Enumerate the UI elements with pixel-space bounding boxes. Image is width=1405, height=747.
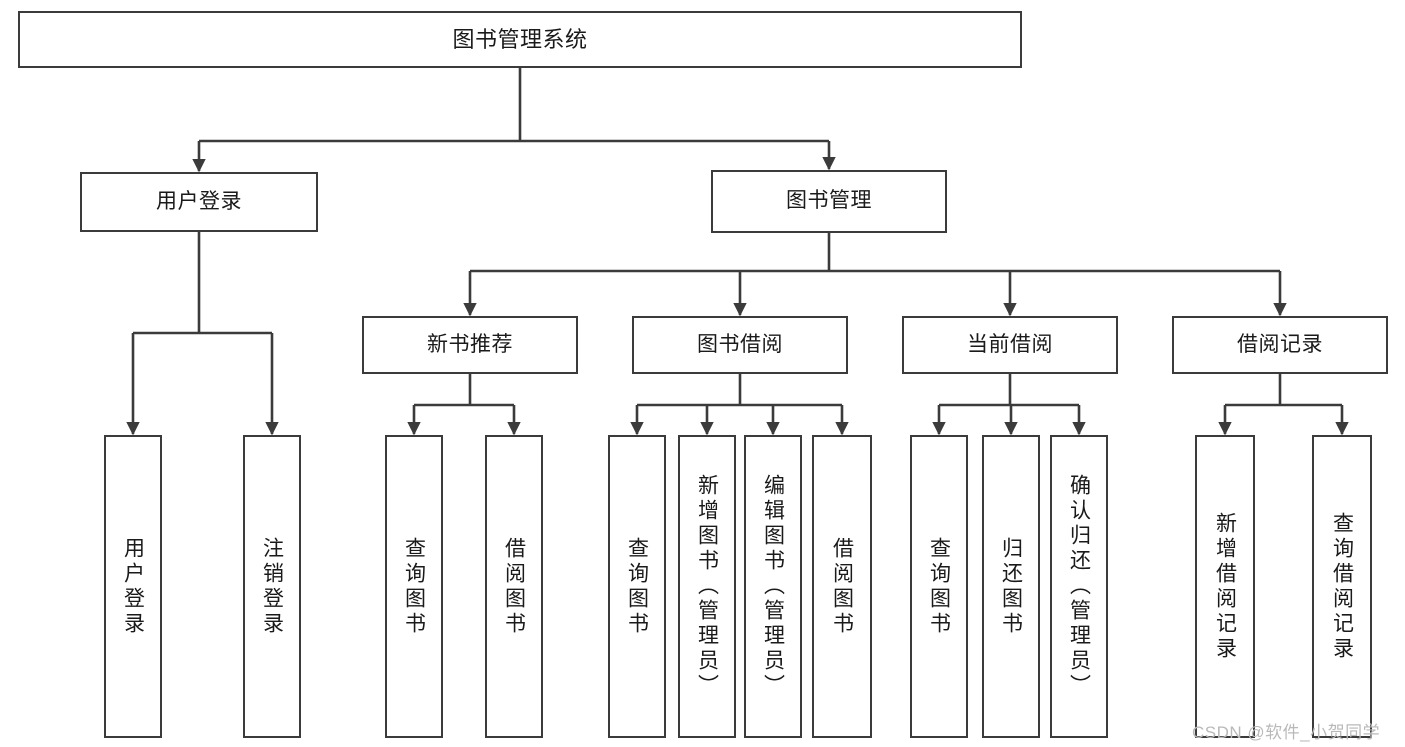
node-label-borrow_record: 借阅记录 xyxy=(1237,332,1323,356)
node-leaf_bb_query[interactable]: 查询图书 xyxy=(608,435,666,738)
node-label-book_admin: 图书管理 xyxy=(786,189,872,213)
node-leaf_user_login[interactable]: 用户登录 xyxy=(104,435,162,738)
node-label-leaf_cb_query: 查询图书 xyxy=(927,536,951,637)
node-label-leaf_rec_borrow: 借阅图书 xyxy=(502,536,526,637)
node-leaf_br_query[interactable]: 查询借阅记录 xyxy=(1312,435,1372,738)
node-label-leaf_user_login: 用户登录 xyxy=(121,536,145,637)
node-label-leaf_cb_confirm: 确认归还（管理员） xyxy=(1067,474,1091,699)
node-book_borrow[interactable]: 图书借阅 xyxy=(632,316,848,374)
node-label-current_borrow: 当前借阅 xyxy=(967,332,1053,356)
node-borrow_record[interactable]: 借阅记录 xyxy=(1172,316,1388,374)
node-leaf_bb_add[interactable]: 新增图书（管理员） xyxy=(678,435,736,738)
node-leaf_bb_edit[interactable]: 编辑图书（管理员） xyxy=(744,435,802,738)
node-label-leaf_bb_query: 查询图书 xyxy=(625,536,649,637)
node-label-leaf_user_logout: 注销登录 xyxy=(260,536,284,637)
watermark-label: CSDN @软件_小贺同学 xyxy=(1192,723,1381,742)
node-label-root: 图书管理系统 xyxy=(452,26,588,52)
node-label-new_book_rec: 新书推荐 xyxy=(427,332,513,356)
node-root[interactable]: 图书管理系统 xyxy=(18,11,1022,68)
node-leaf_rec_query[interactable]: 查询图书 xyxy=(385,435,443,738)
node-leaf_rec_borrow[interactable]: 借阅图书 xyxy=(485,435,543,738)
node-label-leaf_bb_add: 新增图书（管理员） xyxy=(695,474,719,699)
node-label-leaf_bb_borrow: 借阅图书 xyxy=(830,536,854,637)
node-label-leaf_bb_edit: 编辑图书（管理员） xyxy=(761,474,785,699)
node-leaf_cb_return[interactable]: 归还图书 xyxy=(982,435,1040,738)
node-leaf_bb_borrow[interactable]: 借阅图书 xyxy=(812,435,872,738)
node-label-leaf_cb_return: 归还图书 xyxy=(999,536,1023,637)
node-book_admin[interactable]: 图书管理 xyxy=(711,170,947,233)
node-label-user_login: 用户登录 xyxy=(156,189,242,213)
node-leaf_br_add[interactable]: 新增借阅记录 xyxy=(1195,435,1255,738)
node-label-leaf_rec_query: 查询图书 xyxy=(402,536,426,637)
node-label-book_borrow: 图书借阅 xyxy=(697,332,783,356)
node-new_book_rec[interactable]: 新书推荐 xyxy=(362,316,578,374)
node-leaf_cb_confirm[interactable]: 确认归还（管理员） xyxy=(1050,435,1108,738)
node-label-leaf_br_query: 查询借阅记录 xyxy=(1330,511,1354,662)
node-user_login[interactable]: 用户登录 xyxy=(80,172,318,232)
node-leaf_cb_query[interactable]: 查询图书 xyxy=(910,435,968,738)
node-leaf_user_logout[interactable]: 注销登录 xyxy=(243,435,301,738)
node-label-leaf_br_add: 新增借阅记录 xyxy=(1213,511,1237,662)
node-current_borrow[interactable]: 当前借阅 xyxy=(902,316,1118,374)
